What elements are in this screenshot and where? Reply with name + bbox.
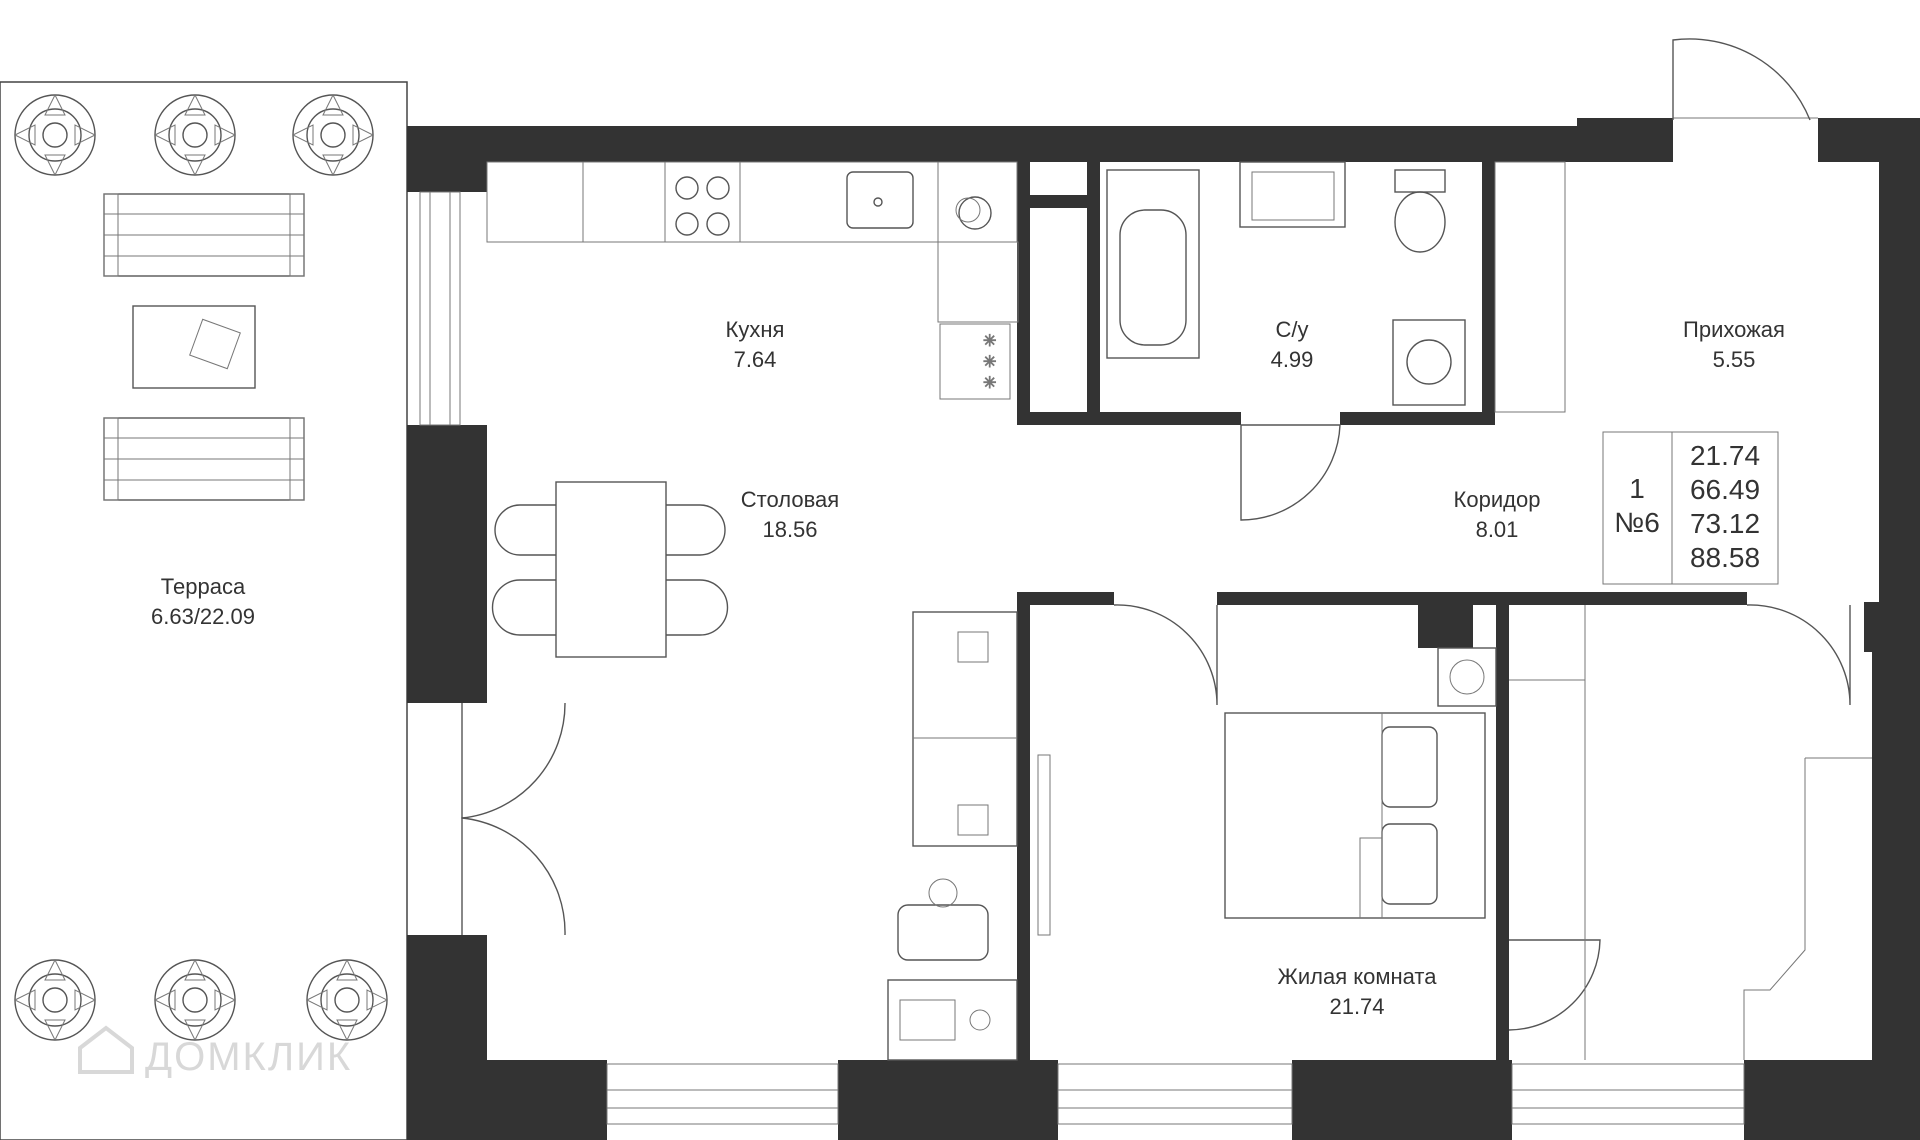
dishwasher-icon xyxy=(955,196,992,230)
watermark: ДОМКЛИК xyxy=(78,1025,352,1079)
dining-table-icon xyxy=(491,481,729,658)
bench-icon xyxy=(103,417,305,501)
terrace-area xyxy=(0,81,408,1140)
doors xyxy=(461,38,1851,1031)
office-chair-icon xyxy=(897,878,989,961)
corridor-area: 8.01 xyxy=(1476,517,1519,542)
sink-icon xyxy=(846,171,914,229)
svg-text:✳: ✳ xyxy=(983,333,996,350)
apartment-info-box: 1 №6 21.74 66.49 73.12 88.58 xyxy=(1602,431,1779,585)
stove-icon xyxy=(664,161,741,243)
living-room-area: 21.74 xyxy=(1329,994,1384,1019)
living-room-label: Жилая комната xyxy=(1278,964,1438,989)
bathtub-icon xyxy=(1106,169,1200,359)
hallway-area: 5.55 xyxy=(1713,347,1756,372)
wall-cabinet-icon xyxy=(1037,754,1051,936)
svg-text:✳: ✳ xyxy=(983,354,996,371)
toilet-icon xyxy=(1394,169,1446,253)
terrace-area-value: 6.63/22.09 xyxy=(151,604,255,629)
kitchen-area: 7.64 xyxy=(734,347,777,372)
walls xyxy=(407,118,1920,1140)
right-room-outline xyxy=(1509,605,1872,1060)
flower-pot-icon xyxy=(153,958,237,1042)
sofa-icon xyxy=(912,611,1018,847)
corridor-label: Коридор xyxy=(1454,487,1541,512)
flower-pot-icon xyxy=(305,958,389,1042)
apartment-number: №6 xyxy=(1614,507,1660,538)
area-with-terrace-value: 88.58 xyxy=(1690,542,1760,573)
flower-pot-icon xyxy=(153,93,237,177)
area-with-balcony-value: 73.12 xyxy=(1690,508,1760,539)
dining-area: 18.56 xyxy=(762,517,817,542)
terrace-label: Терраса xyxy=(161,574,246,599)
flower-pot-icon xyxy=(291,93,375,177)
bench-icon xyxy=(103,193,305,277)
bathroom-label: С/у xyxy=(1276,317,1309,342)
svg-text:✳: ✳ xyxy=(983,375,996,392)
hallway-label: Прихожая xyxy=(1683,317,1785,342)
coffee-table-icon xyxy=(132,305,256,389)
oven-icon: ✳ ✳ ✳ xyxy=(939,323,1011,400)
desk-icon xyxy=(887,979,1018,1061)
kitchen-label: Кухня xyxy=(726,317,785,342)
washing-machine-icon xyxy=(1392,319,1466,406)
total-area-value: 66.49 xyxy=(1690,474,1760,505)
kitchen-counter xyxy=(486,161,1019,323)
flower-pot-icon xyxy=(13,93,97,177)
bathroom-sink-icon xyxy=(1239,161,1346,228)
dining-label: Столовая xyxy=(741,487,839,512)
bed-icon xyxy=(1224,712,1486,919)
nightstand-icon xyxy=(1437,647,1497,707)
watermark-text: ДОМКЛИК xyxy=(145,1035,352,1079)
wardrobe-icon xyxy=(1494,161,1566,413)
rooms-count: 1 xyxy=(1629,473,1645,504)
bathroom-area: 4.99 xyxy=(1271,347,1314,372)
living-area-value: 21.74 xyxy=(1690,440,1760,471)
windows xyxy=(419,191,1745,1125)
flower-pot-icon xyxy=(13,958,97,1042)
